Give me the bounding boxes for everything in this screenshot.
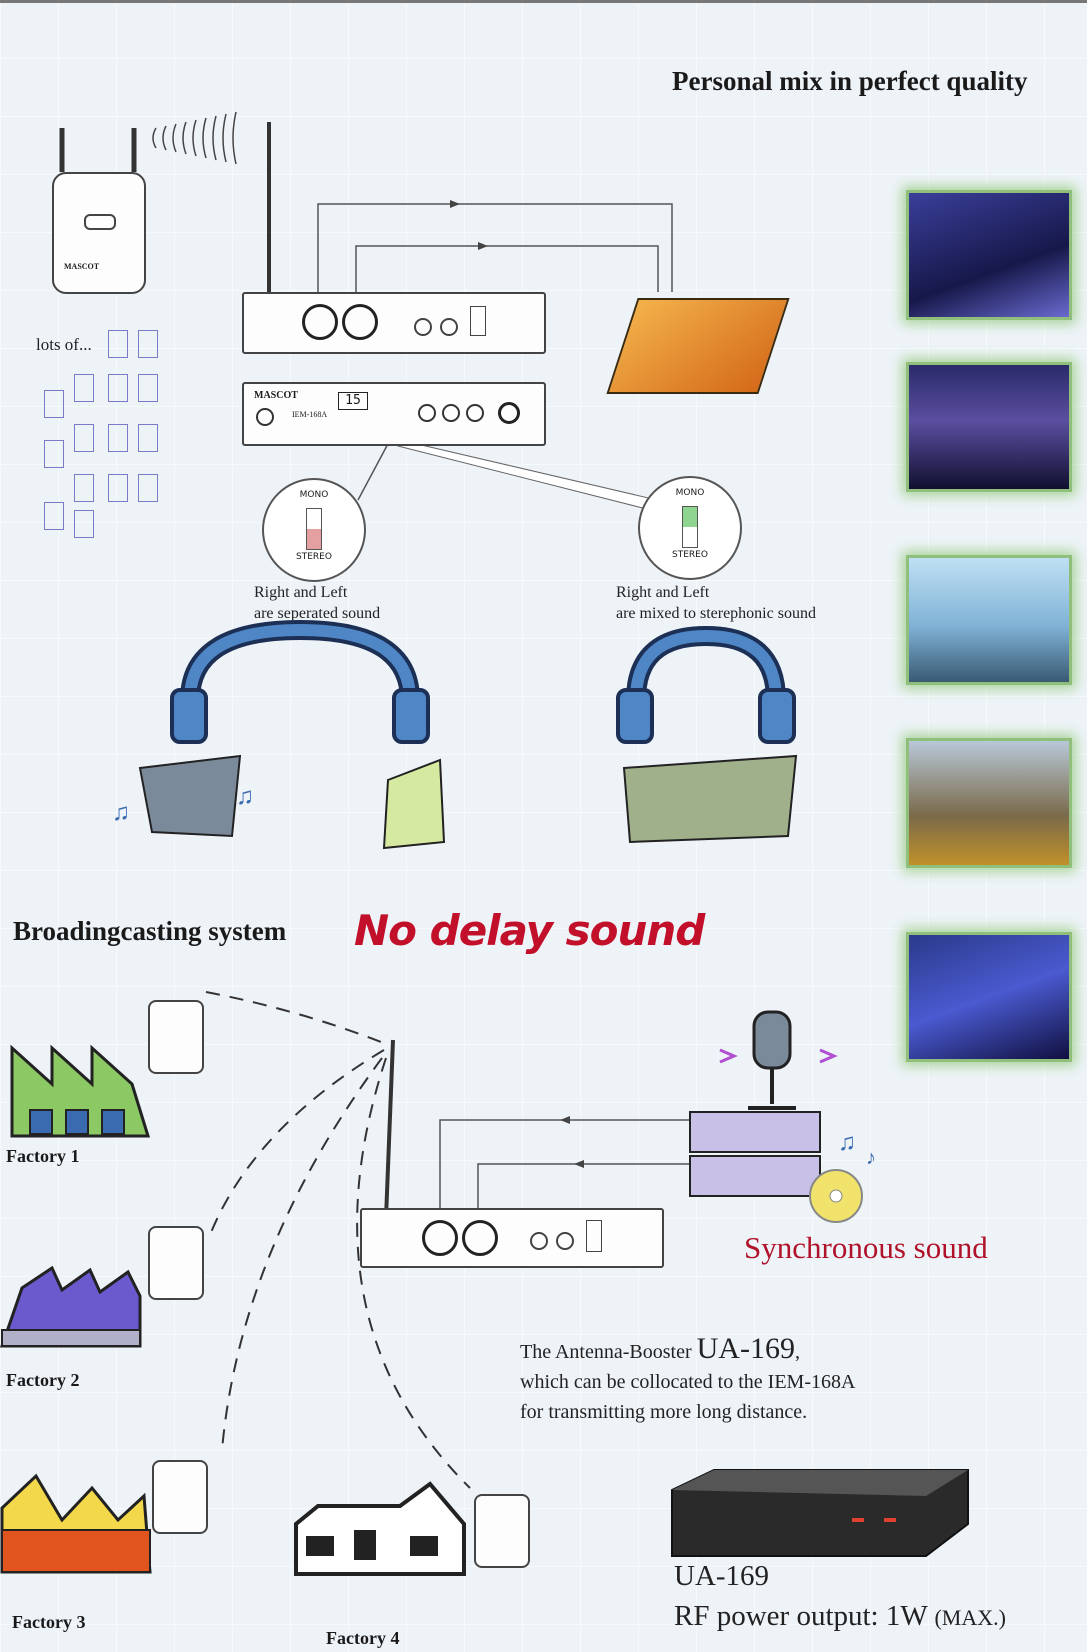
construction-site-photo <box>906 738 1072 868</box>
headphones-left-icon <box>170 619 430 744</box>
left-switch-caption: Right and Left are seperated sound <box>254 584 381 622</box>
band-singer-illustration-right <box>622 754 798 844</box>
factory-2-label: Factory 2 <box>6 1370 80 1390</box>
meeting-room-photo <box>906 555 1072 685</box>
channel-display: 15 <box>338 392 368 410</box>
booster-description: The Antenna-Booster UA-169, which can be… <box>520 1332 856 1424</box>
factory-4-receiver <box>474 1494 530 1568</box>
no-delay-slogan: No delay sound <box>354 906 705 955</box>
singer-illustration-left <box>382 758 446 850</box>
svg-text:♫: ♫ <box>236 784 254 810</box>
svg-text:♫: ♫ <box>112 800 130 826</box>
factory-4-illustration <box>294 1481 466 1576</box>
power-button <box>256 408 274 426</box>
svg-text:♫: ♫ <box>838 1130 856 1156</box>
audio-deck-lower <box>689 1155 821 1197</box>
broadcast-transmitter <box>360 1208 664 1268</box>
headphones-right-icon <box>616 625 796 744</box>
transmitter-rear-panel <box>242 292 546 354</box>
svg-text:♪: ♪ <box>866 1147 876 1169</box>
studio-microphone-icon <box>719 1010 838 1110</box>
receiver-brand: MASCOT <box>64 262 100 271</box>
stage-event-photo <box>906 932 1072 1062</box>
conference-photo <box>906 362 1072 492</box>
audio-deck-upper <box>689 1111 821 1153</box>
transmitter-front-panel: MASCOT IEM-168A 15 <box>242 382 546 446</box>
factory-3-illustration <box>0 1473 152 1574</box>
factory-1-illustration <box>10 1044 151 1138</box>
ua169-model-label: UA-169 <box>674 1560 770 1592</box>
factory-2-illustration <box>0 1265 142 1348</box>
factory-1-label: Factory 1 <box>6 1146 80 1166</box>
right-switch-caption: Right and Left are mixed to sterephonic … <box>616 584 816 622</box>
concert-photo <box>906 190 1072 320</box>
factory-3-label: Factory 3 <box>12 1612 86 1632</box>
factory-3-receiver <box>152 1460 208 1534</box>
bodypack-receiver: MASCOT <box>52 172 146 294</box>
mono-stereo-switch-right: MONO STEREO <box>638 476 742 580</box>
ua169-spec: RF power output: 1W (MAX.) <box>674 1600 1006 1632</box>
broadcast-title: Broadingcasting system <box>13 916 287 946</box>
top-rule <box>0 0 1087 3</box>
front-model: IEM-168A <box>292 410 328 419</box>
lots-of-label: lots of... <box>36 335 92 354</box>
factory-1-receiver <box>148 1000 204 1074</box>
factory-4-label: Factory 4 <box>326 1628 400 1648</box>
page-title: Personal mix in perfect quality <box>672 66 1028 96</box>
mono-stereo-switch-left: MONO STEREO <box>262 478 366 582</box>
synchronous-sound-label: Synchronous sound <box>744 1230 988 1265</box>
factory-2-receiver <box>148 1226 204 1300</box>
receiver-cluster <box>40 330 168 540</box>
band-illustration-left <box>138 754 242 838</box>
front-brand: MASCOT <box>254 390 298 401</box>
